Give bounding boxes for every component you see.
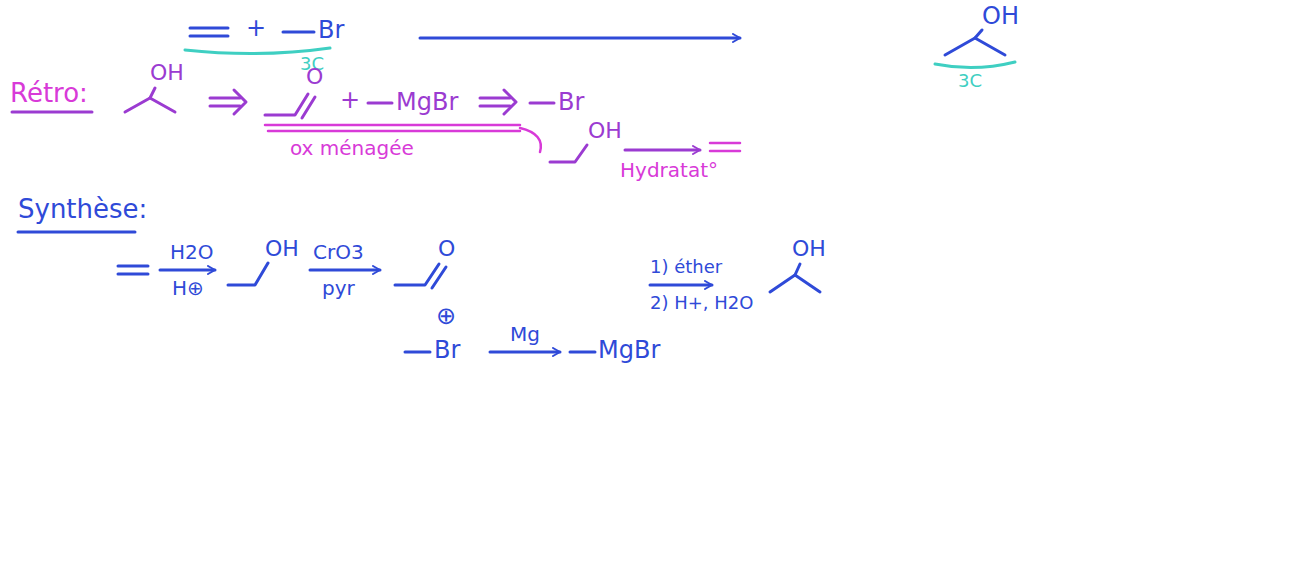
reagent: H⊕ [172, 278, 204, 298]
plus-sign: ⊕ [436, 304, 456, 328]
section-heading: Rétro: [10, 80, 88, 106]
grignard-reagent: MgBr [598, 338, 660, 362]
reagent: pyr [322, 278, 355, 298]
reagent: Mg [510, 324, 540, 344]
hydroxyl-group: OH [588, 120, 622, 142]
hydroxyl-group: OH [982, 4, 1019, 28]
reagent: 2) H+, H2O [650, 294, 753, 312]
hydroxyl-group: OH [265, 238, 299, 260]
bromine-atom: Br [434, 338, 460, 362]
plus-sign: + [246, 16, 266, 40]
reagent: CrO3 [313, 242, 364, 262]
carbon-count: 3C [958, 72, 982, 90]
hydroxyl-group: OH [792, 238, 826, 260]
oxygen-atom: O [306, 66, 323, 88]
oxygen-atom: O [438, 238, 455, 260]
step-note: ox ménagée [290, 138, 414, 158]
bromine-atom: Br [318, 18, 344, 42]
bromine-atom: Br [558, 90, 584, 114]
reagent: 1) éther [650, 258, 722, 276]
step-note: Hydratat° [620, 160, 718, 180]
plus-sign: + [340, 88, 360, 112]
hydroxyl-group: OH [150, 62, 184, 84]
grignard-reagent: MgBr [396, 90, 458, 114]
section-heading: Synthèse: [18, 196, 147, 222]
reagent: H2O [170, 242, 214, 262]
